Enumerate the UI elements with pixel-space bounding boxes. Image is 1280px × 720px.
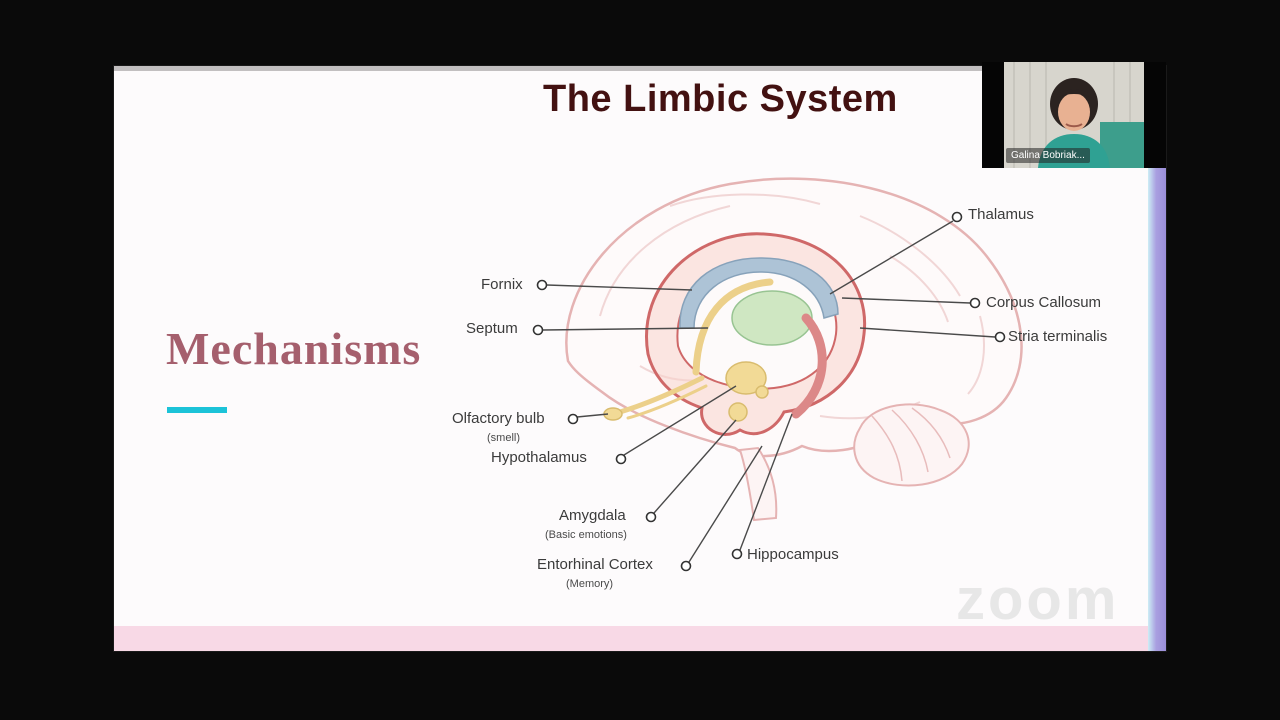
cerebellum-stripes [871, 407, 951, 482]
thalamus-shape [731, 290, 813, 346]
person-bangs [1054, 89, 1094, 100]
label-entorhinal-cortex-sub: (Memory) [566, 578, 614, 590]
olfactory-tract [617, 375, 705, 415]
slide-title: The Limbic System [543, 78, 898, 120]
slide-side-stripe [1148, 168, 1166, 651]
brain-diagram [532, 177, 1023, 572]
cerebellum [853, 403, 970, 487]
label-corpus-callosum: Corpus Callosum [986, 294, 1102, 311]
label-entorhinal-cortex: Entorhinal Cortex [537, 556, 653, 573]
section-heading: Mechanisms [166, 323, 422, 374]
label-dots [532, 211, 1006, 572]
slide-top-edge [114, 66, 1166, 71]
participant-video-tile[interactable]: Galina Bobriak... [982, 62, 1166, 168]
slide-bottom-strip [114, 626, 1148, 651]
hippocampus-shape [791, 313, 827, 419]
leader-lines [542, 220, 996, 563]
olfactory-tract-2 [626, 384, 708, 420]
label-olfactory-bulb-sub: (smell) [487, 432, 520, 444]
label-amygdala-sub: (Basic emotions) [545, 529, 627, 541]
label-hippocampus: Hippocampus [747, 546, 839, 563]
participant-name-badge: Galina Bobriak... [1006, 148, 1090, 163]
label-thalamus: Thalamus [968, 206, 1034, 223]
brain-stem [738, 446, 778, 522]
label-fornix: Fornix [481, 276, 523, 293]
person-smile [1065, 123, 1083, 128]
zoom-watermark: zoom [956, 567, 1120, 632]
label-olfactory-bulb: Olfactory bulb [452, 410, 545, 427]
mammillary-body-shape [755, 385, 769, 399]
person-face [1058, 93, 1090, 131]
fornix-shape [692, 278, 774, 376]
corpus-callosum-shape [679, 257, 839, 329]
heading-underline [167, 407, 227, 413]
label-hypothalamus: Hypothalamus [491, 449, 587, 466]
label-amygdala: Amygdala [559, 507, 626, 524]
label-septum: Septum [466, 320, 518, 337]
amygdala-shape [728, 402, 748, 422]
label-stria-terminalis: Stria terminalis [1008, 328, 1108, 345]
